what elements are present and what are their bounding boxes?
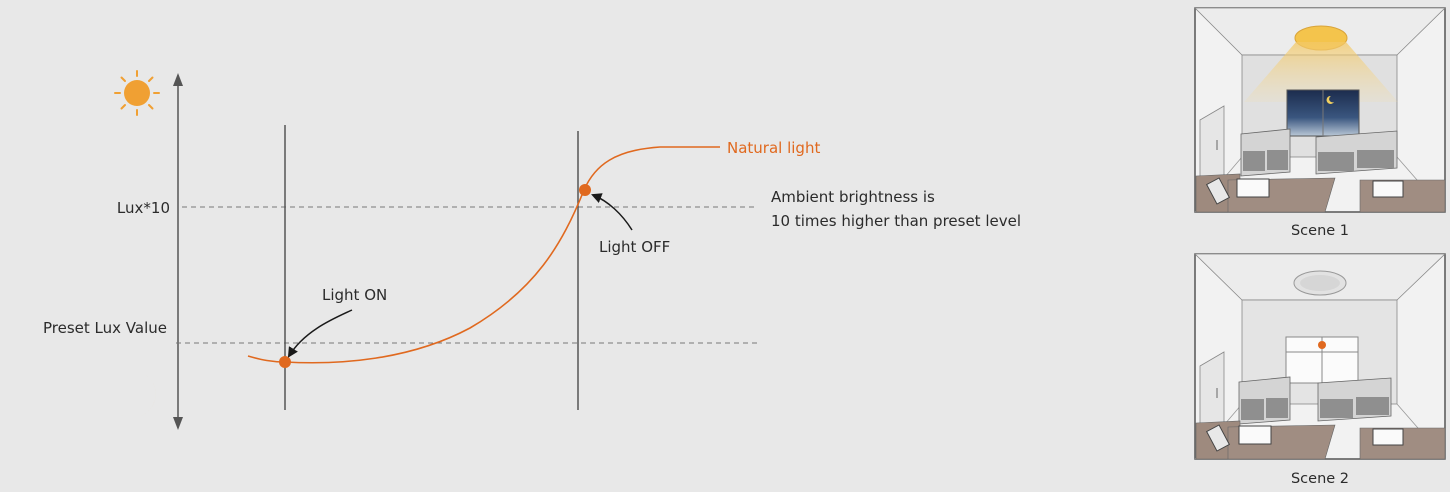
light-on-point (279, 356, 291, 368)
scene-1-illustration (1194, 7, 1446, 213)
preset-lux-label: Preset Lux Value (43, 319, 167, 337)
scene-1-caption: Scene 1 (1291, 223, 1349, 239)
ambient-note-line1: Ambient brightness is (771, 188, 935, 206)
vertical-axis (173, 73, 183, 430)
scene-2-illustration (1194, 253, 1446, 460)
ambient-note-line2: 10 times higher than preset level (771, 212, 1021, 230)
scene-2-caption: Scene 2 (1291, 471, 1349, 487)
light-on-arrow (287, 309, 353, 358)
natural-light-label: Natural light (727, 139, 820, 157)
sun-icon (114, 70, 160, 116)
light-off-label: Light OFF (599, 238, 670, 256)
light-off-arrow (591, 193, 633, 231)
moon-icon (118, 375, 156, 418)
light-on-label: Light ON (322, 286, 387, 304)
lux10-label: Lux*10 (117, 199, 170, 217)
light-off-point (579, 184, 591, 196)
